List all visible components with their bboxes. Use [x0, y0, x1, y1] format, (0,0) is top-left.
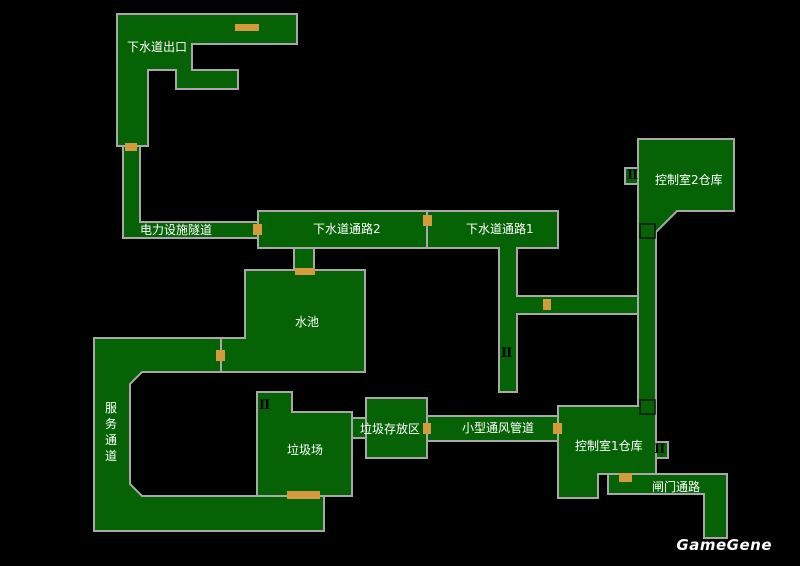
stairs-icon-garbage-yard[interactable]: II [259, 398, 270, 413]
label-garbage-yard: 垃圾场 [287, 443, 324, 457]
label-control-room-1: 控制室1仓库 [575, 439, 643, 453]
label-service-passage: 服务通道 [104, 401, 117, 463]
door-sewer-exit-bottom[interactable] [125, 143, 137, 151]
label-pool: 水池 [295, 315, 320, 329]
label-sewer-passage-1: 下水道通路1 [466, 222, 534, 236]
stairs-icon-control-room-2[interactable]: II [627, 168, 638, 183]
door-pool-top[interactable] [295, 268, 315, 275]
ladder-box-upper[interactable] [639, 223, 656, 239]
stairs-ledge-2 [624, 167, 639, 185]
label-control-room-2: 控制室2仓库 [655, 173, 723, 187]
door-vent-east[interactable] [553, 423, 562, 434]
label-gate-passage: 闸门通路 [652, 480, 701, 494]
door-pool-west[interactable] [216, 350, 225, 361]
door-sewer-exit-top[interactable] [235, 24, 259, 31]
stairs-icon-passage-1[interactable]: II [501, 346, 512, 361]
connector-pool [293, 247, 315, 271]
label-small-vent-duct: 小型通风管道 [462, 421, 535, 435]
room-gate-passage[interactable] [607, 473, 728, 539]
room-pool[interactable] [220, 269, 366, 373]
room-control-room-1[interactable] [557, 405, 657, 499]
label-power-tunnel: 电力设施隧道 [140, 223, 213, 237]
door-storage[interactable] [423, 423, 431, 434]
stairs-ledge-1 [655, 441, 669, 459]
room-sewer-exit[interactable] [116, 13, 298, 147]
gamegene-watermark: GameGene [676, 536, 772, 554]
ladder-box-lower[interactable] [639, 399, 656, 415]
door-power-tunnel[interactable] [253, 224, 262, 235]
stairs-icon-control-room-1[interactable]: II [654, 442, 665, 457]
door-passage-2-1[interactable] [423, 215, 432, 226]
door-garbage-yard[interactable] [287, 491, 320, 499]
room-sewer-passage-1[interactable] [426, 210, 641, 393]
room-garbage-yard[interactable] [256, 391, 353, 497]
label-garbage-storage: 垃圾存放区 [360, 422, 421, 436]
label-sewer-passage-2: 下水道通路2 [313, 222, 381, 236]
connector-storage [351, 417, 367, 439]
door-passage-1-east[interactable] [543, 299, 551, 310]
door-gate[interactable] [619, 473, 632, 482]
label-sewer-exit: 下水道出口 [127, 40, 188, 54]
